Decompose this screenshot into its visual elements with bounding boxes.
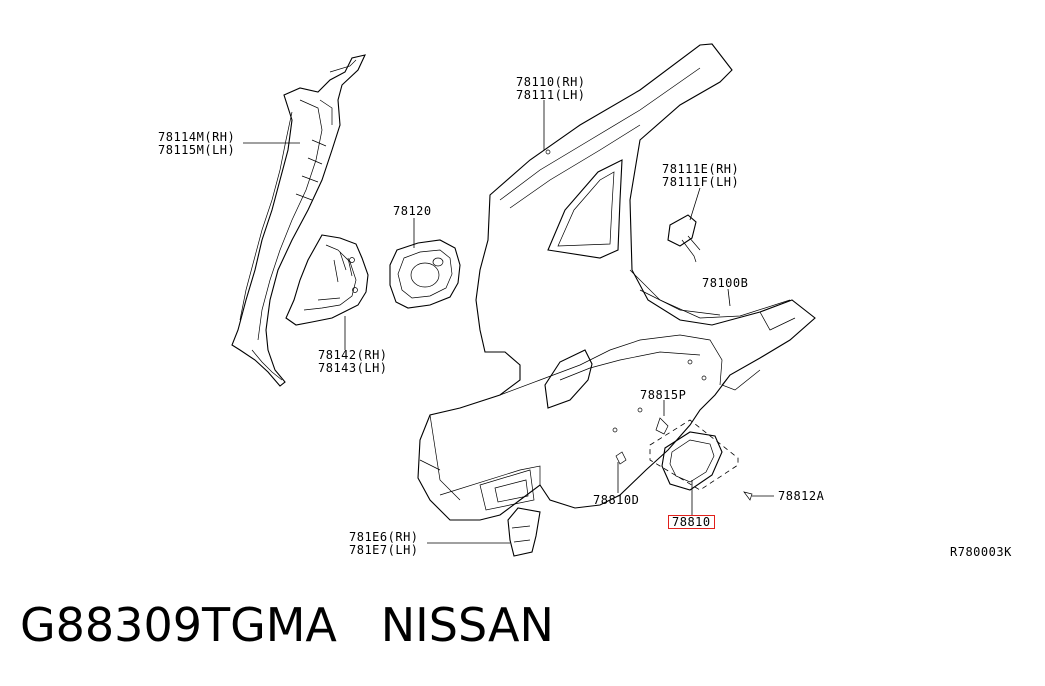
callout-78111E: 78111E(RH)78111F(LH): [662, 162, 740, 189]
callout-78120: 78120: [393, 204, 432, 218]
part-number: G88309TGMA: [20, 598, 337, 652]
filler-base-drawing: [389, 239, 461, 309]
pillar-panel-drawing: [231, 54, 366, 387]
callout-78810D: 78810D: [593, 493, 640, 507]
brand-name: NISSAN: [380, 598, 554, 652]
figure-code: R780003K: [950, 545, 1012, 559]
lower-bracket-drawing: [507, 507, 541, 557]
callout-78142: 78142(RH)78143(LH): [318, 348, 388, 375]
filler-lid-drawing: [615, 417, 753, 501]
inner-bracket-drawing: [285, 234, 369, 326]
caption: G88309TGMA NISSAN: [20, 598, 554, 652]
body-side-panel-drawing: [417, 43, 816, 521]
leader-lines: [243, 100, 774, 544]
parts-diagram: [231, 43, 816, 557]
callout-78812A: 78812A: [778, 489, 825, 503]
callout-78110: 78110(RH)78111(LH): [516, 75, 586, 102]
clip-drawing: [667, 214, 701, 263]
callout-78815P: 78815P: [640, 388, 687, 402]
callout-781E6: 781E6(RH)781E7(LH): [349, 530, 419, 557]
callout-78100B: 78100B: [702, 276, 749, 290]
callout-78810-highlighted: 78810: [668, 515, 715, 529]
callout-78114M: 78114M(RH)78115M(LH): [158, 130, 236, 157]
